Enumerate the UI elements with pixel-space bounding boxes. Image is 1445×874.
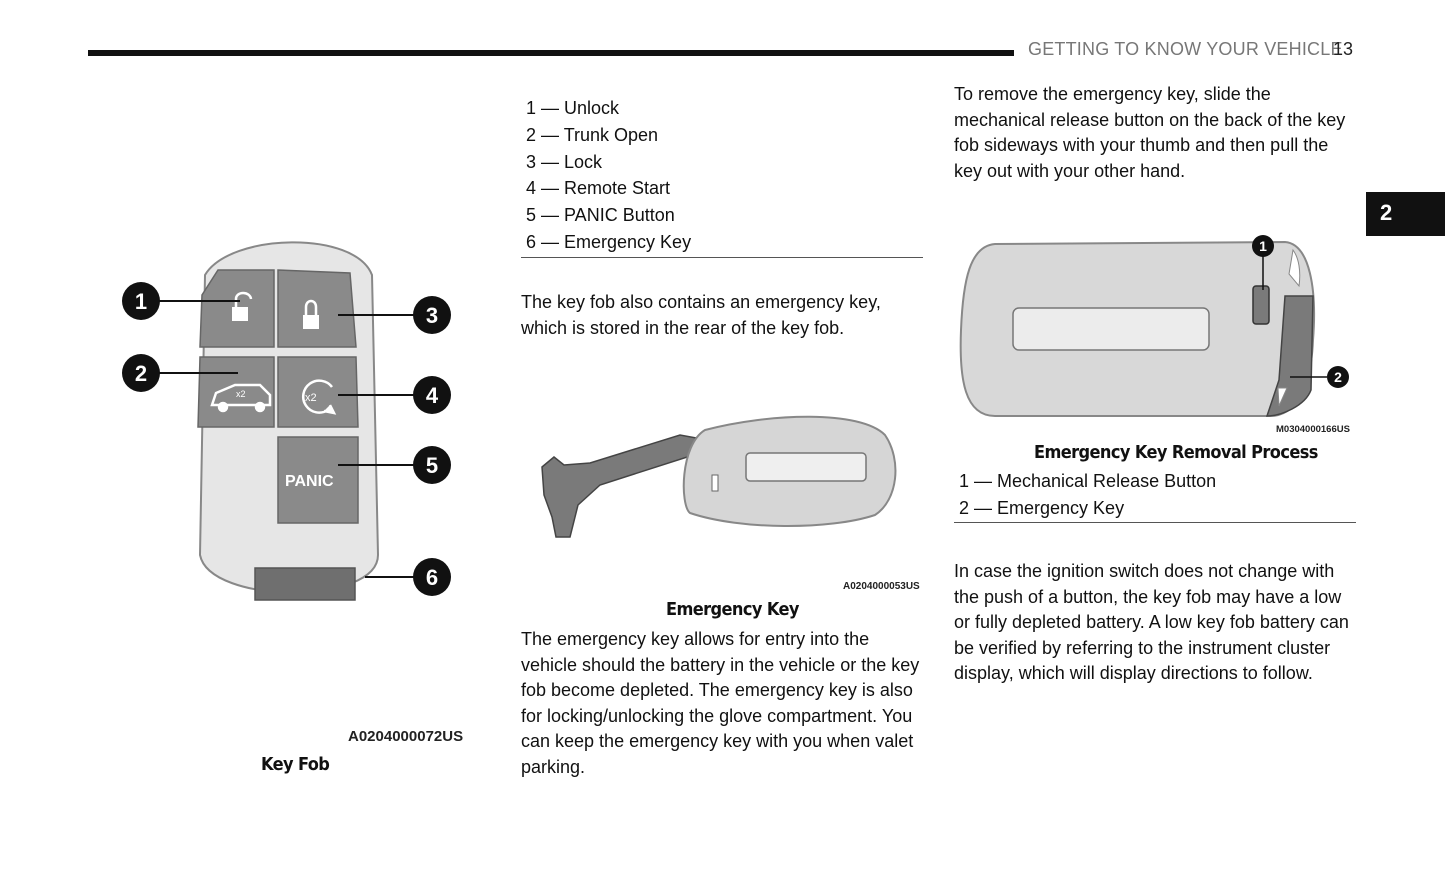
- emergency-key-tab: [254, 567, 356, 601]
- list-item: 2 — Trunk Open: [526, 124, 659, 145]
- key-fob-figure-code: A0204000072US: [348, 728, 464, 745]
- key-removal-figure: 1 2: [959, 235, 1349, 417]
- mechanical-release-button: [1252, 285, 1270, 325]
- emergency-key-figure-code: A0204000053US: [843, 581, 920, 592]
- page-number: 13: [1333, 39, 1354, 59]
- svg-text:4: 4: [426, 383, 439, 408]
- list-item: 1 — Unlock: [526, 98, 620, 118]
- svg-text:3: 3: [426, 303, 438, 328]
- emergency-key-tab: [1265, 295, 1314, 417]
- svg-text:2: 2: [1334, 369, 1342, 385]
- middle-paragraph-2: The emergency key allows for entry into …: [521, 629, 920, 777]
- legend-divider: [521, 257, 923, 258]
- panic-button: [277, 436, 359, 524]
- trunk-x2-label: x2: [236, 389, 246, 399]
- fob-label-window: [1012, 307, 1210, 351]
- list-item: 1 — Mechanical Release Button: [959, 471, 1217, 491]
- list-item: 3 — Lock: [526, 151, 603, 172]
- callout-3: 3: [413, 296, 451, 334]
- emergency-key-figure: [541, 415, 897, 538]
- trunk-icon: [210, 383, 272, 413]
- release-slot: [711, 474, 719, 492]
- remote-start-icon: [302, 379, 337, 415]
- key-removal-legend: 1 — Mechanical Release Button 2 — Emerge…: [959, 468, 1216, 522]
- panic-label: PANIC: [285, 473, 334, 490]
- emergency-key-blade: [541, 434, 707, 538]
- list-item: 5 — PANIC Button: [526, 205, 675, 226]
- right-paragraph-2: In case the ignition switch does not cha…: [954, 561, 1349, 683]
- callout-1: 1: [122, 282, 160, 320]
- lock-icon: [303, 299, 319, 329]
- callout-2: 2: [1327, 366, 1349, 388]
- svg-text:1: 1: [135, 289, 147, 314]
- svg-text:1: 1: [1259, 238, 1267, 254]
- callout-2: 2: [122, 354, 160, 392]
- remote-start-x2-label: x2: [305, 392, 317, 404]
- side-notch: [1288, 248, 1301, 288]
- svg-text:2: 2: [135, 361, 147, 386]
- svg-text:5: 5: [426, 453, 438, 478]
- middle-paragraph-1: The key fob also contains an emergency k…: [521, 292, 881, 338]
- unlock-icon: [232, 291, 253, 321]
- remote-start-button: [277, 356, 359, 428]
- callout-1: 1: [1252, 235, 1274, 257]
- callout-6: 6: [413, 558, 451, 596]
- key-fob-caption: Key Fob: [261, 754, 330, 775]
- callout-5: 5: [413, 446, 451, 484]
- svg-text:6: 6: [426, 565, 438, 590]
- fob-label-window: [745, 452, 867, 482]
- legend-divider: [954, 522, 1356, 523]
- list-item: 6 — Emergency Key: [526, 231, 692, 252]
- header-rule: [88, 50, 1014, 56]
- right-paragraph-1: To remove the emergency key, slide the m…: [954, 84, 1346, 181]
- section-title: GETTING TO KNOW YOUR VEHICLE: [1028, 39, 1343, 59]
- trunk-button: [197, 356, 275, 428]
- key-notch: [1277, 387, 1288, 407]
- list-item: 2 — Emergency Key: [959, 497, 1125, 518]
- list-item: 4 — Remote Start: [526, 178, 671, 199]
- key-fob-figure: x2 x2 PANIC 1 2 3 4 5 6: [122, 241, 451, 601]
- key-removal-caption: Emergency Key Removal Process: [1034, 442, 1318, 463]
- key-removal-figure-code: M0304000166US: [1276, 424, 1350, 435]
- emergency-key-caption: Emergency Key: [666, 599, 799, 620]
- callout-4: 4: [413, 376, 451, 414]
- chapter-tab[interactable]: 2: [1366, 192, 1445, 236]
- key-fob-legend: 1 — Unlock 2 — Trunk Open 3 — Lock 4 — R…: [526, 95, 691, 256]
